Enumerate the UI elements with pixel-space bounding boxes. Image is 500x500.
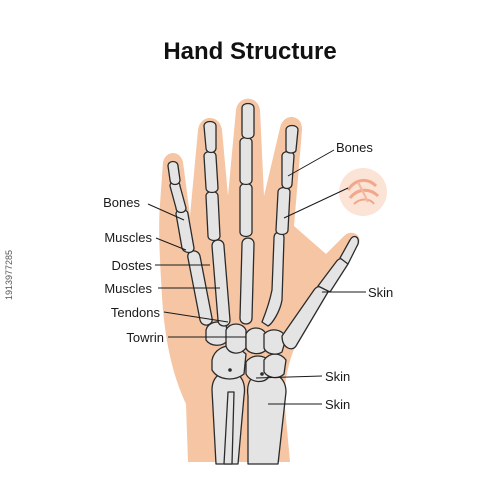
leader-line (287, 149, 335, 177)
carpal-bone (263, 329, 287, 355)
phalanx-bone (205, 190, 221, 242)
metacarpal-bone (239, 237, 255, 325)
label-muscles-upper: Muscles (104, 230, 152, 245)
label-skin-forearm: Skin (325, 397, 351, 412)
carpal-bone (245, 327, 267, 355)
carpal-bone (263, 353, 287, 379)
phalanx-bone (281, 150, 295, 190)
phalanx-bone (167, 160, 181, 186)
label-muscles-lower: Muscles (104, 281, 152, 296)
label-towrin: Towrin (126, 330, 164, 345)
carpal-bone (225, 323, 247, 354)
stock-id-watermark: 1913977285 (4, 249, 14, 300)
leader-line (255, 375, 323, 379)
leader-line (163, 311, 229, 323)
phalanx-bone (275, 186, 291, 236)
diagram-title: Hand Structure (163, 38, 337, 65)
phalanx-bone (239, 182, 253, 238)
thumb-distal-phalanx (339, 235, 359, 265)
label-tendons: Tendons (110, 305, 160, 320)
carpal-bone (211, 344, 247, 380)
label-dostes: Dostes (111, 258, 152, 273)
leader-line (155, 237, 187, 251)
phalanx-bone (239, 136, 253, 186)
label-skin-wrist: Skin (325, 369, 351, 384)
leader-line (147, 203, 185, 221)
label-bones-left: Bones (103, 195, 140, 210)
ulna-inner-bone (223, 391, 235, 465)
phalanx-bone (203, 150, 219, 194)
phalanx-bone (241, 102, 255, 140)
label-skin-thumb: Skin (368, 285, 394, 300)
phalanx-bone (285, 124, 299, 154)
label-bones-right: Bones (336, 140, 373, 155)
tissue-magnifier-icon (339, 168, 387, 216)
phalanx-bone (203, 120, 217, 154)
leader-line (283, 187, 349, 219)
